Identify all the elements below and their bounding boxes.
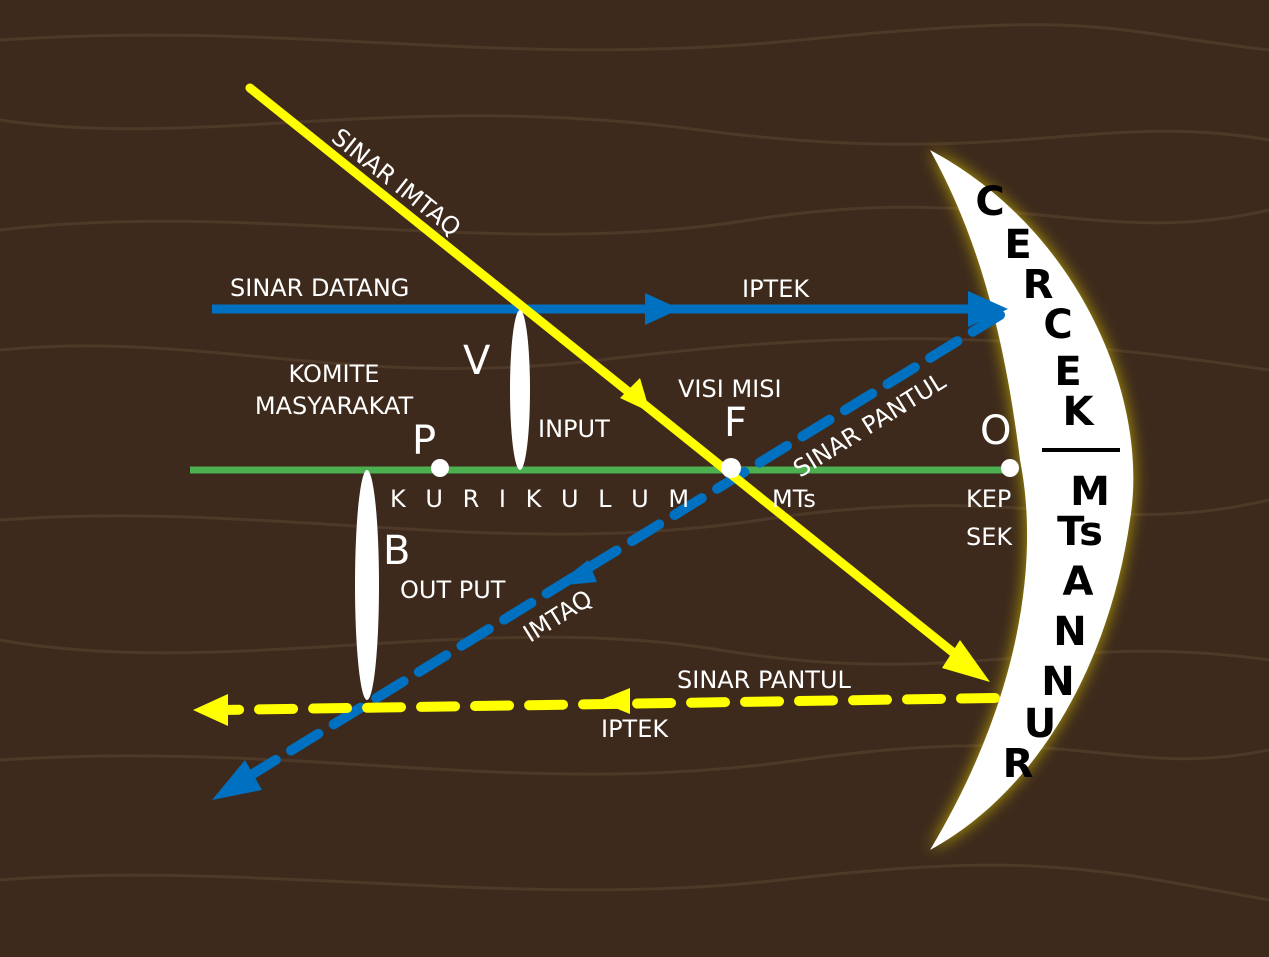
mirror-letter: M — [1070, 469, 1110, 515]
label-masyarakat: MASYARAKAT — [255, 392, 414, 420]
mirror-letter: K — [1063, 389, 1096, 435]
arrow-icon — [193, 694, 228, 726]
blue-reflected-ray — [212, 310, 1005, 800]
label-kurikulum: K U R I K U L U M — [390, 485, 695, 513]
mirror-text-cercek: C E R C E K — [975, 179, 1095, 435]
label-output: OUT PUT — [400, 576, 506, 604]
label-o: O — [980, 408, 1011, 454]
arrow-icon — [942, 640, 990, 682]
label-b: B — [383, 528, 410, 574]
label-iptek-top: IPTEK — [742, 275, 810, 303]
mirror-letter: N — [1053, 609, 1086, 655]
arrow-icon — [968, 291, 1008, 327]
arrow-icon — [598, 688, 630, 714]
mirror-letter: E — [1054, 349, 1081, 395]
label-iptek-bottom: IPTEK — [601, 715, 669, 743]
arrow-icon — [555, 560, 597, 586]
point-p — [431, 459, 449, 477]
mirror-letter: R — [1003, 741, 1034, 787]
mirror-letter: R — [1023, 262, 1054, 308]
label-sinar-datang: SINAR DATANG — [230, 274, 409, 302]
arrow-icon — [645, 293, 680, 325]
label-kep: KEP — [966, 485, 1011, 513]
mirror-text-mts-annur: M Ts A N N U R — [1003, 469, 1110, 787]
blue-incident-ray — [212, 291, 1008, 327]
label-visi-misi: VISI MISI — [678, 375, 782, 403]
mirror-letter: U — [1024, 701, 1056, 747]
concave-mirror: C E R C E K M Ts A N N U R — [930, 150, 1134, 850]
label-mts: MTs — [772, 485, 816, 513]
label-sinar-pantul-yellow: SINAR PANTUL — [677, 666, 852, 694]
point-o — [1001, 459, 1019, 477]
mirror-letter: C — [975, 179, 1004, 225]
mirror-letter: Ts — [1057, 509, 1103, 555]
label-f: F — [724, 400, 747, 446]
yellow-reflected-ray — [193, 688, 1000, 726]
mirror-letter: N — [1041, 659, 1074, 705]
lens-v — [510, 310, 530, 470]
arrow-icon — [620, 378, 650, 412]
label-komite: KOMITE — [289, 360, 380, 388]
mirror-letter: E — [1004, 222, 1031, 268]
label-v: V — [463, 338, 491, 384]
label-sek: SEK — [966, 523, 1013, 551]
point-f — [721, 458, 741, 478]
lens-b — [355, 470, 379, 700]
mirror-letter: C — [1043, 302, 1072, 348]
arrow-icon — [212, 760, 262, 800]
yellow-incident-ray — [245, 83, 990, 682]
label-p: P — [412, 418, 436, 464]
mirror-letter: A — [1063, 559, 1094, 605]
label-input: INPUT — [538, 415, 610, 443]
